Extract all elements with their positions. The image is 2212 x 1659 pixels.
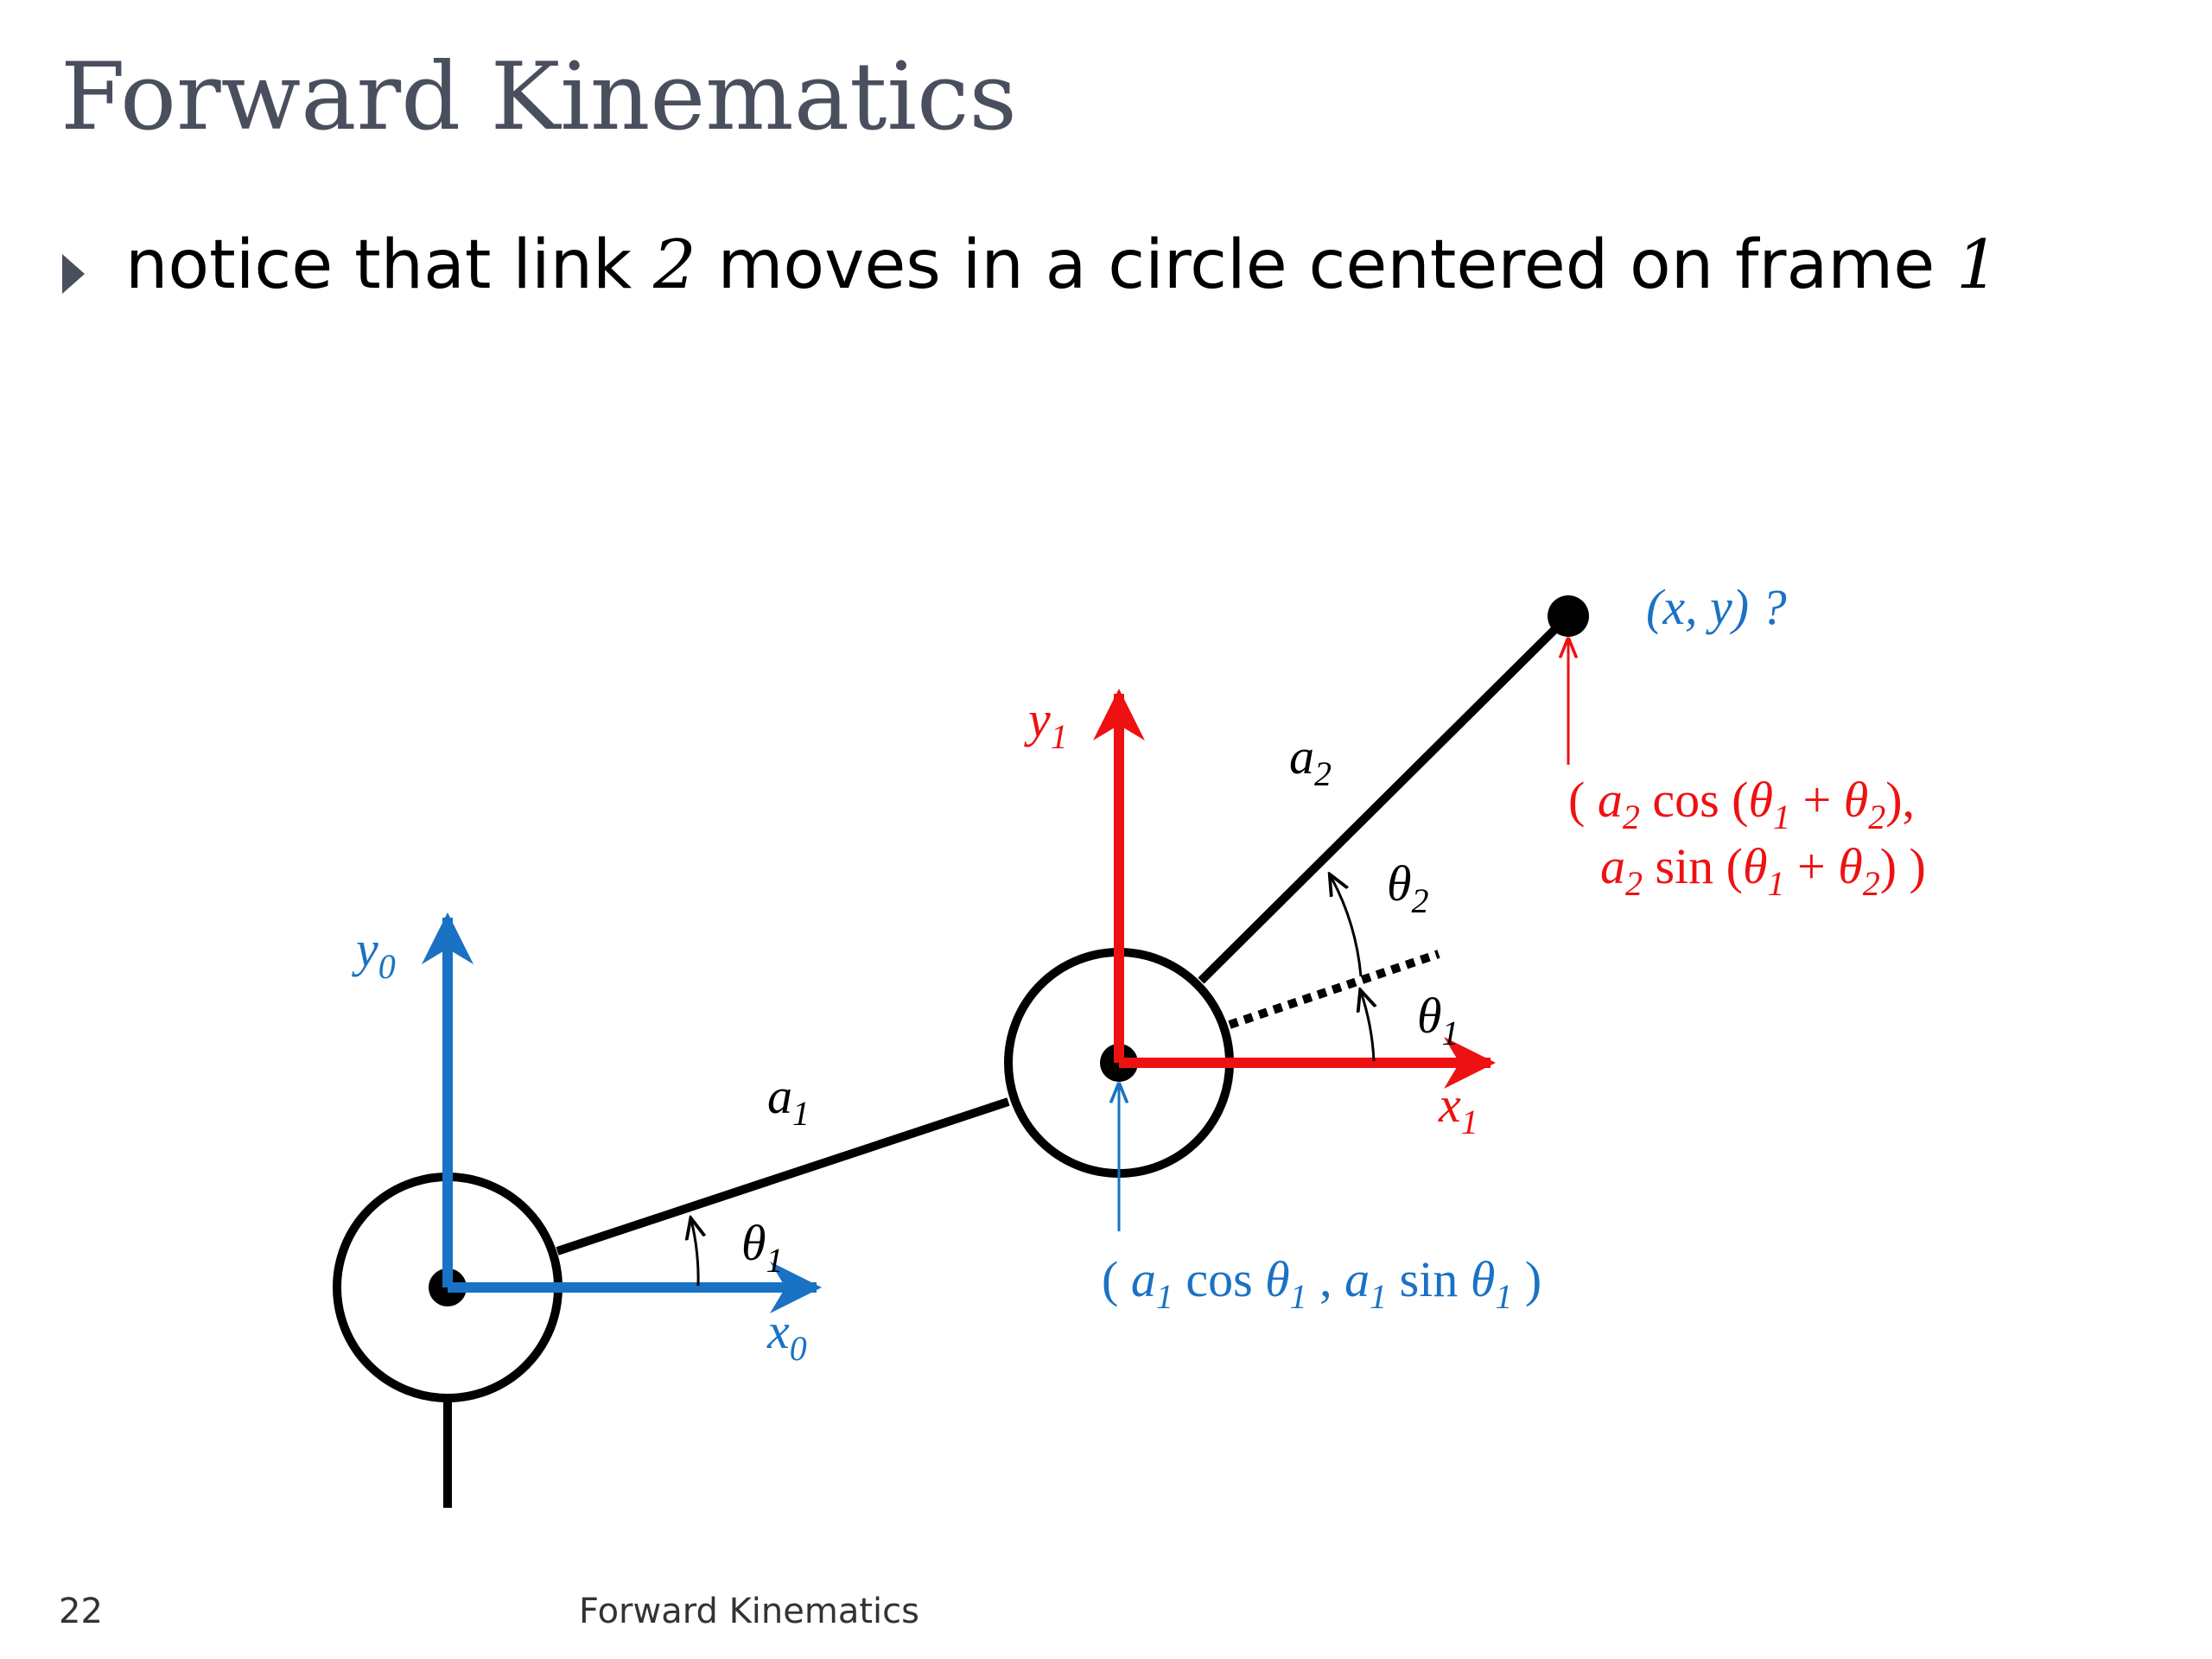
- joint1-position-expression: ( a1 cos θ1 , a1 sin θ1 ): [1102, 1251, 1541, 1316]
- bullet-text-part2: moves in a circle centered on frame: [696, 226, 1957, 304]
- footer-title: Forward Kinematics: [579, 1592, 919, 1631]
- bullet-text: notice that link 2 moves in a circle cen…: [125, 226, 1999, 304]
- a1-label: a1: [767, 1068, 810, 1133]
- bullet-link-number: 2: [653, 226, 696, 304]
- link1-extension-dotted-line: [1228, 950, 1440, 1029]
- bullet-frame-number: 1: [1956, 226, 1999, 304]
- theta1-base-label: θ1: [741, 1215, 784, 1280]
- theta1-joint-label: θ1: [1417, 988, 1459, 1052]
- theta1-base-arc: [691, 1220, 698, 1287]
- link2-position-expression-line2: a2 sin (θ1 + θ2) ): [1600, 838, 1926, 903]
- link2-position-expression-line1: ( a2 cos (θ1 + θ2),: [1568, 772, 1915, 836]
- theta2-label: θ2: [1387, 855, 1429, 920]
- y1-label: y1: [1024, 691, 1068, 756]
- slide-title: Forward Kinematics: [60, 43, 1017, 151]
- end-effector-point: [1548, 595, 1589, 637]
- link-2: [1198, 613, 1572, 984]
- end-effector-question-label: (x, y) ?: [1646, 579, 1787, 635]
- link-1: [556, 1097, 1010, 1255]
- slide-number: 22: [59, 1592, 103, 1631]
- triangle-bullet-icon: [62, 254, 85, 294]
- a2-label: a2: [1289, 728, 1332, 793]
- x0-label: x0: [766, 1303, 807, 1368]
- bullet-text-part1: notice that link: [125, 226, 654, 304]
- theta2-arc: [1331, 876, 1363, 977]
- y0-label: y0: [352, 921, 396, 986]
- x1-label: x1: [1438, 1077, 1478, 1141]
- theta1-joint-arc: [1361, 992, 1374, 1062]
